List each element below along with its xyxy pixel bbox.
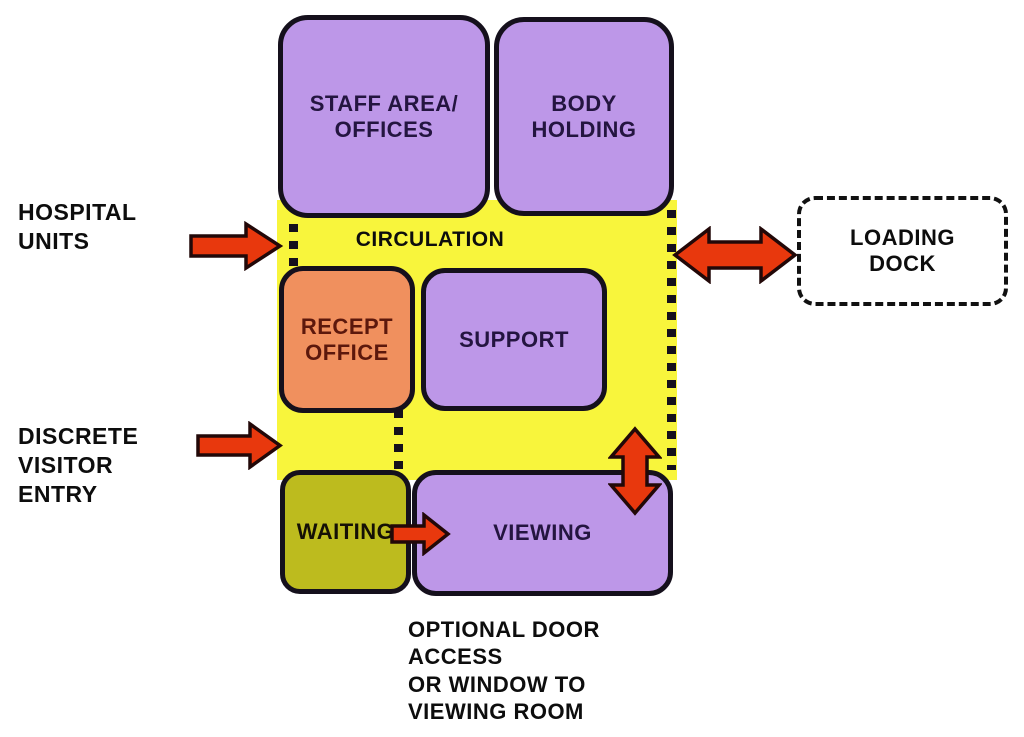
circulation-zone-label: CIRCULATION (355, 228, 505, 251)
label-hospital-units: HOSPITAL UNITS (18, 199, 137, 254)
label-discrete-visitor-entry: DISCRETE VISITOR ENTRY (18, 423, 139, 507)
arrow-waiting-to-viewing-icon (390, 512, 451, 556)
label-viewing-room-note: OPTIONAL DOOR ACCESS OR WINDOW TO VIEWIN… (408, 617, 600, 724)
room-recept-office: RECEPT OFFICE (279, 266, 415, 413)
room-waiting: WAITING (280, 470, 411, 594)
arrow-loading-dock-two-way-icon (672, 226, 798, 284)
arrow-visitor-entry-icon (196, 421, 284, 470)
arrow-hospital-entry-icon (189, 221, 284, 271)
room-loading-dock-label: LOADING DOCK (850, 225, 955, 276)
room-loading-dock: LOADING DOCK (797, 196, 1008, 306)
room-staff-area-offices-label: STAFF AREA/ OFFICES (309, 90, 459, 142)
arrow-circulation-viewing-two-way-icon (608, 426, 662, 516)
room-support: SUPPORT (421, 268, 607, 411)
room-recept-office-label: RECEPT OFFICE (300, 313, 394, 365)
room-body-holding-label: BODY HOLDING (531, 90, 637, 142)
dotted-line-hospital-access (289, 224, 298, 270)
dotted-line-visitor-passage (394, 410, 403, 472)
room-viewing-label: VIEWING (493, 520, 592, 546)
room-staff-area-offices: STAFF AREA/ OFFICES (278, 15, 490, 218)
room-support-label: SUPPORT (459, 326, 569, 352)
room-waiting-label: WAITING (296, 519, 395, 545)
dotted-line-loading-dock-access (667, 210, 676, 470)
room-body-holding: BODY HOLDING (494, 17, 674, 216)
